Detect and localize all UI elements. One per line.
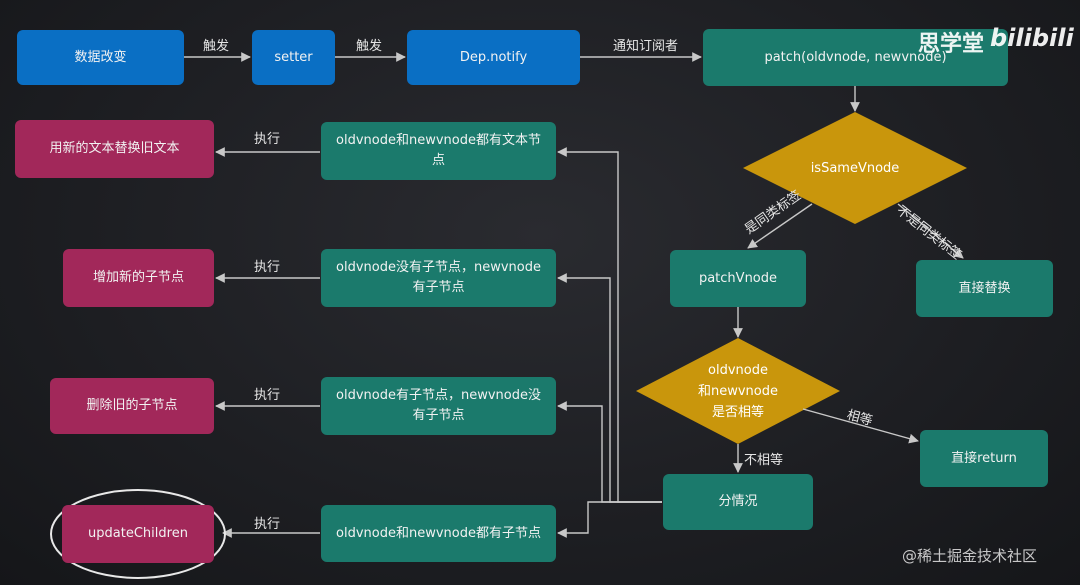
arrow-issame-to-patchvnode — [747, 203, 813, 249]
node-act-remove-children: 删除旧的子节点 — [50, 378, 214, 434]
label-exec-2: 执行 — [254, 260, 281, 275]
node-cond-both-children: oldvnode和newvnode都有子节点 — [321, 505, 556, 562]
brand-platform-logo: bilibili — [990, 24, 1074, 52]
arrow-issame-to-replace — [897, 203, 964, 259]
node-split-cases: 分情况 — [663, 474, 813, 530]
cond-remove-line-1: oldvnode有子节点，newvnode没 — [336, 388, 541, 403]
label-trigger-1: 触发 — [203, 39, 230, 54]
cond-text-line-1: oldvnode和newvnode都有文本节 — [336, 133, 541, 148]
decision-equal-line-2: 和newvnode — [697, 383, 778, 399]
cond-remove-line-2: 有子节点 — [412, 408, 465, 423]
node-data-change: 数据改变 — [17, 30, 184, 85]
watermark: @稀土掘金技术社区 — [902, 547, 1038, 565]
cond-text-line-2: 点 — [431, 153, 445, 168]
node-cond-remove-children: oldvnode有子节点，newvnode没 有子节点 — [321, 377, 556, 435]
node-act-add-children: 增加新的子节点 — [63, 249, 214, 307]
decision-equal-line-1: oldvnode — [708, 362, 768, 378]
label-trigger-2: 触发 — [356, 39, 383, 54]
decision-equal-label: oldvnode 和newvnode 是否相等 — [668, 359, 808, 423]
label-exec-3: 执行 — [254, 388, 281, 403]
arrow-equal-to-return — [802, 408, 919, 444]
decision-issamevnode-shape — [743, 112, 967, 224]
label-notify-subscribers: 通知订阅者 — [613, 39, 679, 54]
node-setter: setter — [252, 30, 335, 85]
node-replace-direct: 直接替换 — [916, 260, 1053, 317]
node-cond-add-children: oldvnode没有子节点，newvnode 有子节点 — [321, 249, 556, 307]
node-act-replace-text: 用新的文本替换旧文本 — [15, 120, 214, 178]
label-not-equal: 不相等 — [744, 453, 784, 468]
label-exec-4: 执行 — [254, 517, 281, 532]
node-dep-notify: Dep.notify — [407, 30, 580, 85]
brand-channel: 思学堂 — [918, 32, 985, 57]
node-act-update-children: updateChildren — [62, 505, 214, 563]
node-cond-both-text: oldvnode和newvnode都有文本节 点 — [321, 122, 556, 180]
decision-issamevnode-label: isSameVnode — [810, 160, 900, 176]
decision-equal-line-3: 是否相等 — [711, 404, 764, 420]
label-exec-1: 执行 — [254, 132, 281, 147]
node-patch: patch(oldvnode, newvnode) — [703, 29, 1008, 86]
node-patch-vnode: patchVnode — [670, 250, 806, 307]
connector-split-to-cond-both — [557, 501, 662, 538]
cond-add-line-1: oldvnode没有子节点，newvnode — [336, 260, 541, 275]
cond-add-line-2: 有子节点 — [412, 280, 465, 295]
node-return-direct: 直接return — [920, 430, 1048, 487]
highlight-circle — [50, 489, 226, 579]
decision-equal-shape — [636, 338, 840, 444]
